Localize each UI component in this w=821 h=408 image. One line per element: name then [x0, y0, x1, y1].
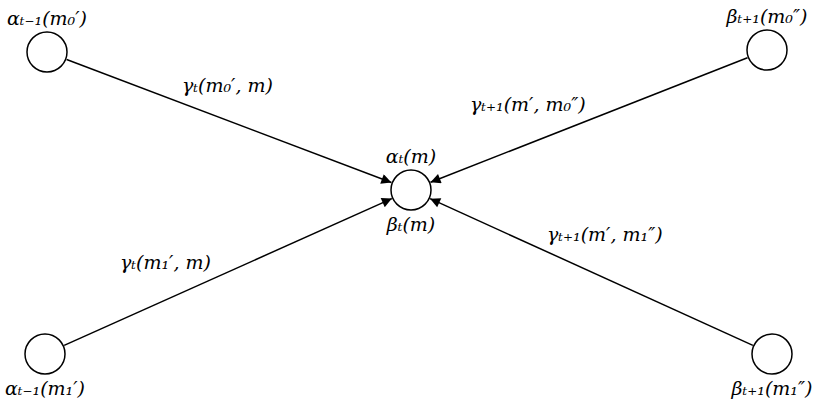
branch-metric-label: γₜ(m₀′, m)	[180, 74, 275, 96]
state-circle	[26, 31, 68, 73]
transition-arrow	[64, 199, 392, 346]
transition-arrow	[67, 59, 392, 182]
state-node: αₜ₋₁(m₁′)	[24, 333, 66, 375]
state-node: βₜ₊₁(m₀″)	[746, 29, 788, 71]
state-circle	[24, 333, 66, 375]
metric-label: αₜ₋₁(m₀′)	[7, 7, 87, 29]
state-node: αₜ(m)βₜ(m)	[390, 169, 432, 211]
state-circle	[751, 333, 793, 375]
transition-arrow	[430, 199, 753, 346]
transition-arrow	[431, 58, 748, 183]
state-circle	[746, 29, 788, 71]
metric-label: βₜ₊₁(m₁″)	[732, 377, 813, 399]
state-node: βₜ₊₁(m₁″)	[751, 333, 793, 375]
state-node: αₜ₋₁(m₀′)	[26, 31, 68, 73]
state-circle	[390, 169, 432, 211]
branch-metric-label: γₜ₊₁(m′, m₀″)	[468, 93, 588, 115]
metric-label: βₜ₊₁(m₀″)	[727, 5, 808, 27]
metric-label: αₜ₋₁(m₁′)	[5, 377, 85, 399]
branch-metric-label: γₜ₊₁(m′, m₁″)	[545, 223, 665, 245]
metric-label: βₜ(m)	[387, 213, 436, 235]
metric-label: αₜ(m)	[386, 145, 436, 167]
branch-metric-label: γₜ(m₁′, m)	[118, 251, 213, 273]
